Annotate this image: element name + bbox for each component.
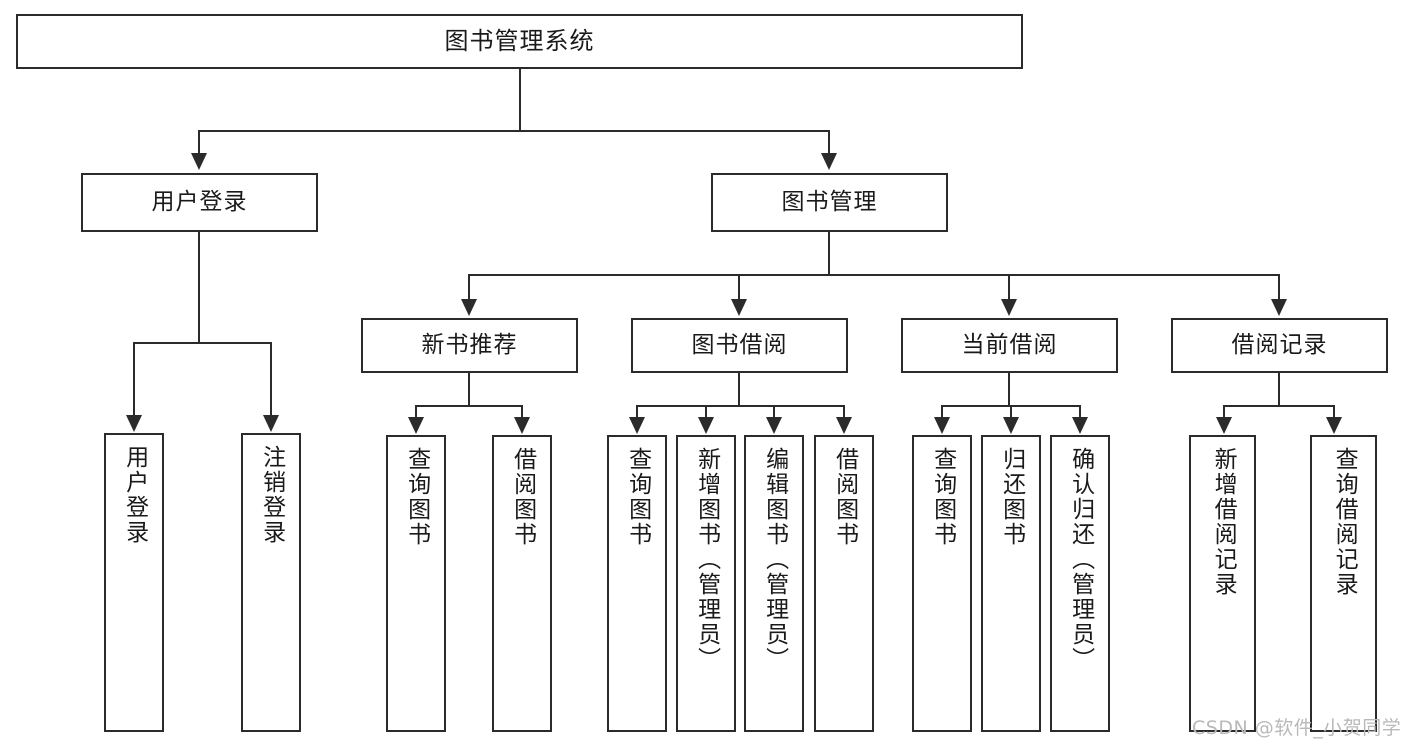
leaf-query-book-2[interactable]: 查询图书 <box>607 435 667 732</box>
arrow-to-leaf-add-book <box>698 417 714 434</box>
node-label: 用户登录 <box>121 445 148 545</box>
leaf-query-book-1[interactable]: 查询图书 <box>386 435 446 732</box>
connector-br-leaf-1 <box>1223 405 1225 419</box>
arrow-to-leaf-query-book-2 <box>629 417 645 434</box>
connector-root-to-user-login <box>198 130 200 155</box>
arrow-to-leaf-edit-book <box>766 417 782 434</box>
connector-new-book-recommend-bus <box>415 405 523 407</box>
connector-user-login-stem <box>198 232 200 343</box>
arrow-to-book-borrow <box>731 299 747 316</box>
arrow-to-leaf-query-book-1 <box>408 417 424 434</box>
arrow-to-leaf-borrow-book-2 <box>836 417 852 434</box>
arrow-to-current-borrow <box>1001 299 1017 316</box>
node-label: 注销登录 <box>258 445 285 545</box>
connector-bb-leaf-1 <box>636 405 638 419</box>
connector-level3-bus <box>468 274 1280 276</box>
node-label: 借阅图书 <box>831 447 858 547</box>
watermark-text: CSDN @软件_小贺同学 <box>1192 717 1402 739</box>
arrow-to-leaf-add-record <box>1216 417 1232 434</box>
node-label: 查询图书 <box>403 447 430 547</box>
arrow-to-leaf-confirm-return <box>1072 417 1088 434</box>
arrow-to-leaf-return-book <box>1003 417 1019 434</box>
arrow-to-leaf-borrow-book-1 <box>514 417 530 434</box>
leaf-confirm-return[interactable]: 确认归还（管理员） <box>1050 435 1110 732</box>
connector-book-borrow-bus <box>636 405 845 407</box>
connector-cb-leaf-2 <box>1010 405 1012 419</box>
connector-bb-leaf-2 <box>705 405 707 419</box>
leaf-edit-book[interactable]: 编辑图书（管理员） <box>744 435 804 732</box>
leaf-query-book-3[interactable]: 查询图书 <box>912 435 972 732</box>
arrow-to-leaf-query-book-3 <box>934 417 950 434</box>
connector-book-borrow-stem <box>738 373 740 406</box>
connector-new-book-recommend-stem <box>468 373 470 406</box>
connector-user-login-to-leaf-2 <box>270 342 272 417</box>
leaf-query-record[interactable]: 查询借阅记录 <box>1310 435 1377 732</box>
node-label: 借阅图书 <box>509 447 536 547</box>
connector-cb-leaf-1 <box>941 405 943 419</box>
leaf-borrow-book-1[interactable]: 借阅图书 <box>492 435 552 732</box>
node-new-book-recommend[interactable]: 新书推荐 <box>361 318 578 373</box>
arrow-to-leaf-query-record <box>1326 417 1342 434</box>
node-label: 用户登录 <box>151 188 248 215</box>
node-current-borrow[interactable]: 当前借阅 <box>901 318 1118 373</box>
node-label: 查询图书 <box>929 447 956 547</box>
connector-root-to-book-management <box>828 130 830 155</box>
connector-to-borrow-record <box>1278 274 1280 301</box>
node-label: 图书借阅 <box>691 331 788 358</box>
node-label: 新增借阅记录 <box>1210 447 1237 597</box>
connector-cb-leaf-3 <box>1079 405 1081 419</box>
arrow-to-book-management <box>821 153 837 170</box>
leaf-borrow-book-2[interactable]: 借阅图书 <box>814 435 874 732</box>
arrow-to-leaf-logout-login <box>263 415 279 432</box>
node-label: 确认归还（管理员） <box>1067 447 1094 672</box>
connector-bb-leaf-4 <box>843 405 845 419</box>
arrow-to-leaf-user-login <box>126 415 142 432</box>
node-user-login[interactable]: 用户登录 <box>81 173 318 232</box>
leaf-add-book[interactable]: 新增图书（管理员） <box>676 435 736 732</box>
connector-to-current-borrow <box>1008 274 1010 301</box>
connector-to-new-book-recommend <box>468 274 470 301</box>
node-label: 图书管理 <box>781 188 878 215</box>
csdn-watermark: CSDN @软件_小贺同学 <box>1192 713 1401 740</box>
node-label: 借阅记录 <box>1231 331 1328 358</box>
node-label: 查询图书 <box>624 447 651 547</box>
connector-to-book-borrow <box>738 274 740 301</box>
node-label: 归还图书 <box>998 447 1025 547</box>
connector-current-borrow-stem <box>1008 373 1010 406</box>
arrow-to-user-login <box>191 153 207 170</box>
leaf-add-record[interactable]: 新增借阅记录 <box>1189 435 1256 732</box>
node-label: 新书推荐 <box>421 331 518 358</box>
arrow-to-borrow-record <box>1271 299 1287 316</box>
connector-br-leaf-2 <box>1333 405 1335 419</box>
leaf-user-login[interactable]: 用户登录 <box>104 433 164 732</box>
node-root-system[interactable]: 图书管理系统 <box>16 14 1023 69</box>
connector-user-login-to-leaf-1 <box>133 342 135 417</box>
arrow-to-new-book-recommend <box>461 299 477 316</box>
node-borrow-record[interactable]: 借阅记录 <box>1171 318 1388 373</box>
connector-root-bus <box>198 130 830 132</box>
connector-bb-leaf-3 <box>773 405 775 419</box>
connector-user-login-bus <box>133 342 270 344</box>
connector-borrow-record-stem <box>1278 373 1280 406</box>
connector-nbr-leaf-1 <box>415 405 417 419</box>
node-label: 当前借阅 <box>961 331 1058 358</box>
connector-root-stem <box>519 69 521 131</box>
node-book-borrow[interactable]: 图书借阅 <box>631 318 848 373</box>
node-label: 编辑图书（管理员） <box>761 447 788 672</box>
connector-nbr-leaf-2 <box>521 405 523 419</box>
node-label: 新增图书（管理员） <box>693 447 720 672</box>
leaf-logout-login[interactable]: 注销登录 <box>241 433 301 732</box>
node-label: 图书管理系统 <box>444 27 595 56</box>
node-label: 查询借阅记录 <box>1331 447 1358 597</box>
node-book-management[interactable]: 图书管理 <box>711 173 948 232</box>
connector-borrow-record-bus <box>1223 405 1335 407</box>
leaf-return-book[interactable]: 归还图书 <box>981 435 1041 732</box>
connector-book-management-stem <box>828 232 830 275</box>
